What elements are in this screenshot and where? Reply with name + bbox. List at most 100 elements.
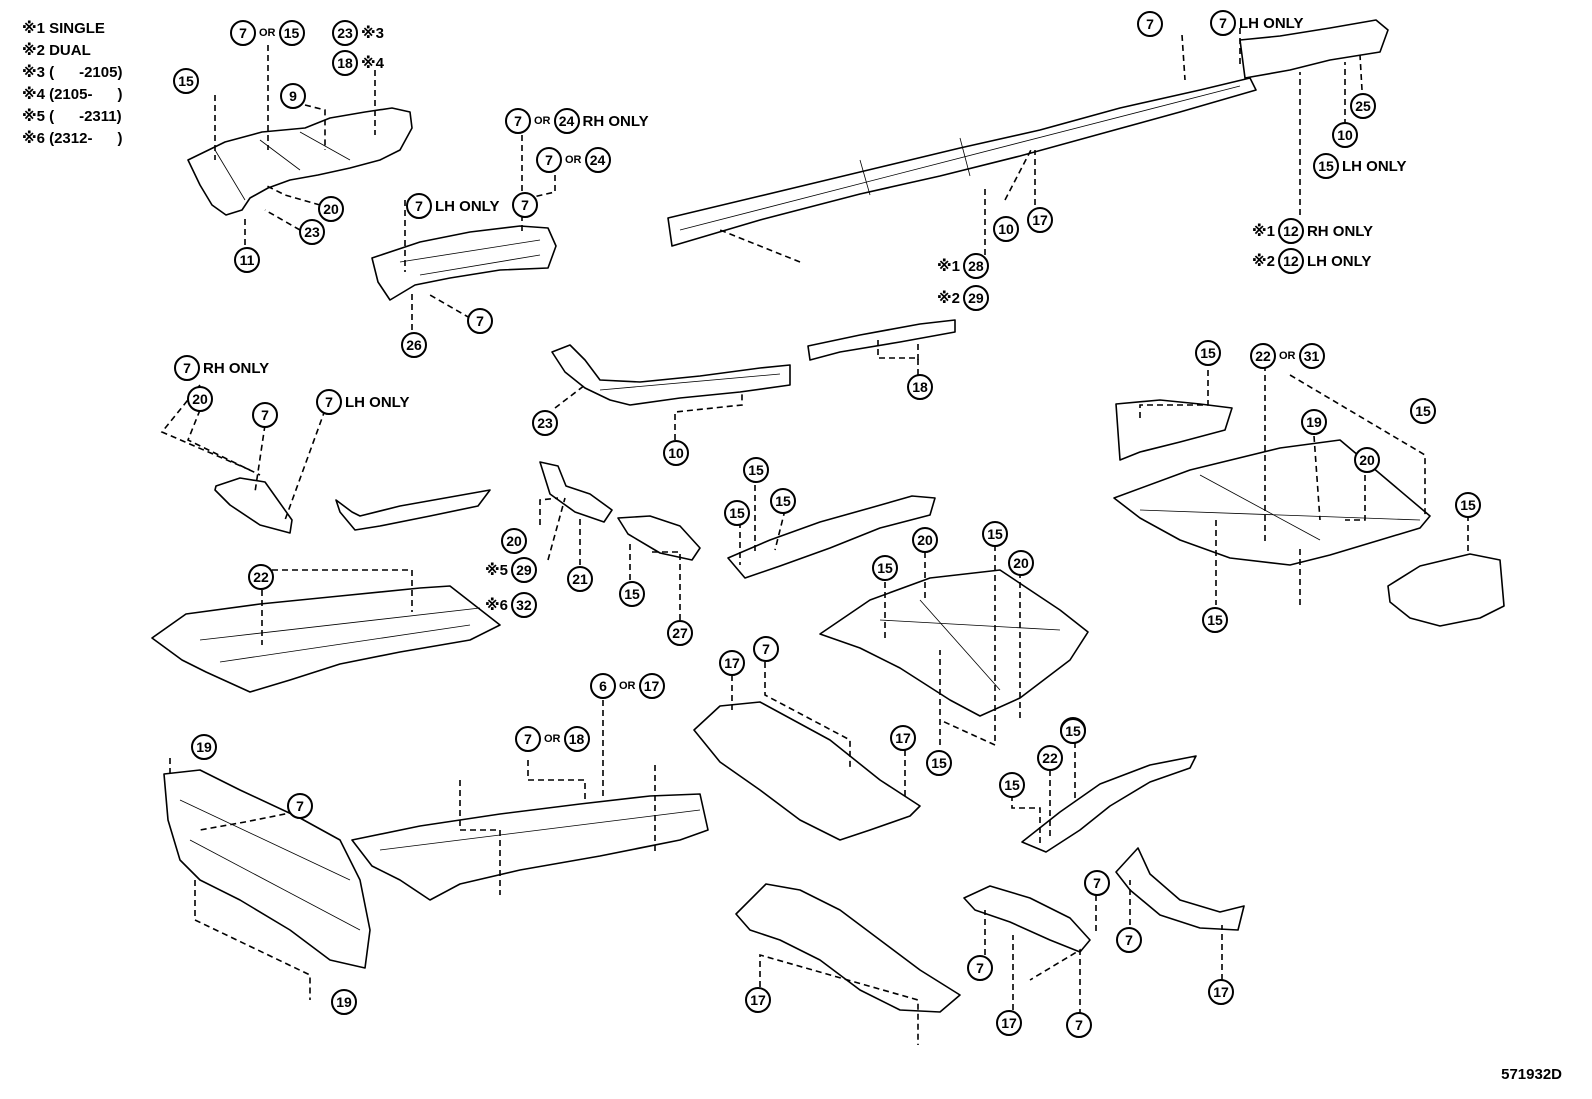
callout: 15 <box>743 457 769 483</box>
part-number-circle: 7 <box>252 402 278 428</box>
callout: 20 <box>501 528 527 554</box>
part-side-rail-long <box>667 77 1257 247</box>
callout-suffix: LH ONLY <box>345 393 410 411</box>
part-rear-cross-member-upper <box>1115 399 1233 461</box>
callout-suffix: LH ONLY <box>1239 14 1304 32</box>
part-number-circle: 17 <box>1208 979 1234 1005</box>
part-number-circle: 10 <box>993 216 1019 242</box>
callout: 17 <box>719 650 745 676</box>
part-number-circle: 12 <box>1277 218 1304 244</box>
callout: 7 <box>967 955 993 981</box>
callout: 17 <box>1208 979 1234 1005</box>
part-number-circle: 17 <box>890 725 916 751</box>
callout-or: OR <box>619 680 636 692</box>
callout: 7 <box>287 793 313 819</box>
part-number-circle: 7 <box>1084 870 1110 896</box>
part-number-circle: 20 <box>1354 447 1380 473</box>
callout-or: OR <box>1279 350 1296 362</box>
part-rear-floor-side-member <box>1021 755 1197 853</box>
part-number-circle: 17 <box>1027 207 1053 233</box>
callout: 19 <box>331 989 357 1015</box>
callout: 17 <box>1027 207 1053 233</box>
callout: 7 <box>753 636 779 662</box>
callout: 7 <box>512 192 538 218</box>
part-rear-floor-cross-member <box>963 885 1091 953</box>
part-number-circle: 7 <box>1137 11 1163 37</box>
legend-note-4: ※4 (2105- ) <box>22 86 123 103</box>
part-number-circle: 15 <box>173 68 199 94</box>
part-number-circle: 11 <box>234 247 260 273</box>
part-bracket-center <box>539 461 613 523</box>
part-number-circle: 7 <box>287 793 313 819</box>
part-number-circle: 24 <box>584 147 611 173</box>
part-number-circle: 17 <box>996 1010 1022 1036</box>
part-number-circle: 10 <box>663 440 689 466</box>
callout: 15 <box>1455 492 1481 518</box>
callout: 15 <box>982 521 1008 547</box>
part-number-circle: 23 <box>299 219 325 245</box>
part-cowl-panel <box>371 225 557 301</box>
callout: 23 <box>299 219 325 245</box>
part-extension-lh <box>335 489 491 531</box>
callout: 7 <box>1066 1012 1092 1038</box>
callout: 20 <box>912 527 938 553</box>
part-number-circle: 7 <box>515 726 541 752</box>
part-number-circle: 29 <box>962 285 989 311</box>
callout: 21 <box>567 566 593 592</box>
part-number-circle: 15 <box>1410 398 1436 424</box>
callout: 20 <box>318 196 344 222</box>
part-number-circle: 27 <box>667 620 693 646</box>
part-number-circle: 20 <box>912 527 938 553</box>
callout-suffix: ※3 <box>361 25 384 42</box>
part-number-circle: 15 <box>1060 718 1086 744</box>
part-number-circle: 7 <box>536 147 562 173</box>
callout-suffix: LH ONLY <box>1342 157 1407 175</box>
callout: 9 <box>280 83 306 109</box>
illustration-ref-code: 571932D <box>1501 1066 1562 1083</box>
part-rocker-reinforcement <box>807 319 956 361</box>
part-number-circle: 17 <box>638 673 665 699</box>
part-number-circle: 28 <box>962 253 989 279</box>
callout: 15 <box>999 772 1025 798</box>
part-number-circle: 32 <box>510 592 537 618</box>
part-number-circle: 18 <box>563 726 590 752</box>
part-number-circle: 15 <box>1202 607 1228 633</box>
callout: 15 <box>1060 718 1086 744</box>
part-bracket-27 <box>617 515 701 561</box>
part-number-circle: 15 <box>770 488 796 514</box>
part-dash-panel <box>163 769 371 969</box>
part-number-circle: 12 <box>1277 248 1304 274</box>
callout: 15 <box>619 581 645 607</box>
part-rear-bracket-curved <box>1115 847 1245 931</box>
callout: 20 <box>187 386 213 412</box>
legend-note-2: ※2 DUAL <box>22 42 91 59</box>
callout-or: OR <box>544 733 561 745</box>
part-number-circle: 26 <box>401 332 427 358</box>
callout: 11 <box>234 247 260 273</box>
footnote-legend: ※1 SINGLE ※2 DUAL ※3 ( -2105) ※4 (2105- … <box>22 18 122 150</box>
part-number-circle: 7 <box>512 192 538 218</box>
callout: 22 <box>1037 745 1063 771</box>
part-number-circle: 15 <box>982 521 1008 547</box>
callout: 7 <box>1116 927 1142 953</box>
part-front-side-member <box>693 701 921 841</box>
callout: 17 <box>890 725 916 751</box>
part-number-circle: 7 <box>467 308 493 334</box>
legend-note-6: ※6 (2312- ) <box>22 130 123 147</box>
part-number-circle: 22 <box>248 564 274 590</box>
part-front-apron-left <box>187 107 413 216</box>
callout-suffix: LH ONLY <box>435 197 500 215</box>
callout: 23※3 <box>332 20 384 46</box>
part-number-circle: 15 <box>619 581 645 607</box>
